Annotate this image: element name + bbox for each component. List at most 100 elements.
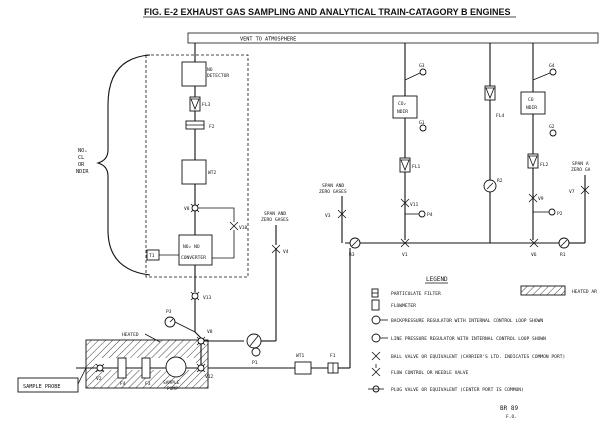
- fl3-label: FL3: [202, 102, 211, 108]
- v4-label: V4: [283, 249, 289, 255]
- g4-gauge: [549, 68, 557, 76]
- v7-label: V7: [569, 189, 575, 195]
- analyzer-group-line-2: CL: [78, 155, 84, 161]
- sample-pump-label-2: PUMP: [167, 386, 178, 392]
- legend-item-flowmeter: FLOWMETER: [391, 303, 416, 309]
- v1-valve-icon: [400, 238, 410, 248]
- v2-label: V2: [96, 376, 102, 382]
- v10-return-line: [206, 230, 235, 259]
- converter-label-1: NO₂ NO: [183, 244, 200, 250]
- p2-label: P2: [557, 211, 563, 217]
- probe-connector: [77, 367, 87, 385]
- legend-flowmeter-icon: [371, 299, 380, 311]
- fl3-flowmeter-icon: [190, 98, 200, 111]
- converter-box: [178, 234, 213, 266]
- f2-label: F2: [209, 124, 215, 130]
- v7-valve-icon: [580, 185, 590, 195]
- p2-gauge: [548, 208, 556, 216]
- span-zero-1-line-2: ZERO GASES: [319, 189, 347, 195]
- legend-item-plug-valve: PLUG VALVE OR EQUIVALENT (CENTER PORT IS…: [391, 387, 524, 393]
- v10-label: V10: [239, 225, 248, 231]
- g4-link: [532, 72, 551, 81]
- fl4-label: FL4: [496, 113, 505, 119]
- sample-probe-box: [17, 377, 79, 393]
- legend-needle-valve-icon: [371, 367, 381, 377]
- v10-valve-icon: [229, 221, 239, 231]
- p4-gauge: [418, 210, 426, 218]
- co2-ndir-label-2: NDIR: [397, 109, 408, 115]
- v3-valve-icon: [337, 209, 347, 219]
- co2-ndir-label-1: CO₂: [398, 101, 406, 107]
- v8-lower-valve: [197, 337, 205, 345]
- figure-title: FIG. E-2 EXHAUST GAS SAMPLING AND ANALYT…: [144, 7, 511, 17]
- wt1-label: WT1: [296, 353, 305, 359]
- v4-valve-icon: [271, 244, 281, 254]
- r1-label: R1: [560, 252, 566, 258]
- v11-label: V11: [410, 202, 419, 208]
- signature-line-2: F.O.: [506, 414, 517, 420]
- v9-label: V9: [538, 196, 544, 202]
- r2-regulator-icon: [486, 182, 494, 190]
- g3-gauge: [419, 68, 427, 76]
- span-zero-3-line-2: ZERO GA: [571, 167, 591, 173]
- fl2-label: FL2: [540, 162, 549, 168]
- v2-valve: [96, 364, 104, 372]
- v10-bypass-line: [198, 207, 235, 222]
- v8-lower-label: V8: [207, 329, 213, 335]
- v11-valve-icon: [400, 198, 410, 208]
- g1-gauge: [419, 124, 427, 132]
- legend-line-regulator-icon: [371, 333, 381, 343]
- v12-label: V12: [205, 374, 214, 380]
- wt1-box: [294, 361, 312, 375]
- g4-label: G4: [549, 63, 555, 69]
- analyzer-group-line-3: OR: [78, 162, 85, 168]
- v3-label: V3: [325, 213, 331, 219]
- vent-header-pipe: [187, 32, 599, 44]
- v13-valve: [191, 292, 199, 300]
- analyzer-group-line-1: NOₓ: [78, 148, 87, 154]
- co-ndir-label-2: NDIR: [526, 105, 537, 111]
- signature-line-1: BR 89: [500, 405, 518, 412]
- g2-label: G2: [549, 124, 555, 130]
- legend-heated-area-swatch: [520, 285, 566, 296]
- no-detector-label-2: DETECTOR: [207, 73, 229, 79]
- legend-item-ball-valve: BALL VALVE OR EQUIVALENT (CARRIER'S LTD.…: [391, 354, 565, 360]
- r2-label: R2: [497, 178, 503, 184]
- fl1-flowmeter-icon: [400, 159, 410, 172]
- legend-item-line-regulator: LINE PRESSURE REGULATOR WITH INTERNAL CO…: [391, 336, 546, 342]
- vent-label: VENT TO ATMOSPHERE: [240, 37, 296, 43]
- f4-label: F4: [120, 381, 126, 387]
- sample-probe-label: SAMPLE PROBE: [23, 384, 60, 390]
- legend-heading: LEGEND: [426, 276, 448, 283]
- v12-valve: [197, 364, 205, 372]
- t1-label: T1: [149, 253, 155, 259]
- f3-label: F3: [145, 381, 151, 387]
- heated-label: HEATED: [122, 332, 139, 338]
- v8-label: V8: [184, 206, 190, 212]
- v8-valve: [191, 204, 199, 212]
- span-zero-1-line-1: SPAN AND: [322, 183, 344, 189]
- p1-label: P1: [252, 360, 258, 366]
- legend-item-needle-valve: FLOW CONTROL OR NEEDLE VALVE: [391, 370, 469, 376]
- co-ndir-label-1: CO: [528, 97, 534, 103]
- v13-label: V13: [203, 295, 212, 301]
- analyzer-enclosure: [145, 54, 249, 278]
- legend-backpressure-icon: [371, 315, 381, 325]
- legend-item-backpressure: BACKPRESSURE REGULATOR WITH INTERNAL CON…: [391, 318, 543, 324]
- span-zero-3-line-1: SPAN A: [572, 161, 589, 167]
- wt2-label: WT2: [208, 170, 217, 176]
- v9-valve-icon: [528, 193, 538, 203]
- analyzer-group-line-4: NDIR: [76, 169, 89, 175]
- v1-label: V1: [402, 252, 408, 258]
- g3-link: [404, 72, 421, 81]
- r3-label: R3: [349, 252, 355, 258]
- p3-label: P3: [166, 309, 172, 315]
- fl1-label: FL1: [412, 164, 421, 170]
- v8-lower-link: [194, 331, 202, 339]
- legend-ball-valve-icon: [371, 351, 381, 361]
- p3-gauge-needle: [169, 318, 174, 323]
- p3-line: [174, 321, 196, 333]
- wt2-box: [181, 159, 207, 185]
- v6-label: V6: [531, 252, 537, 258]
